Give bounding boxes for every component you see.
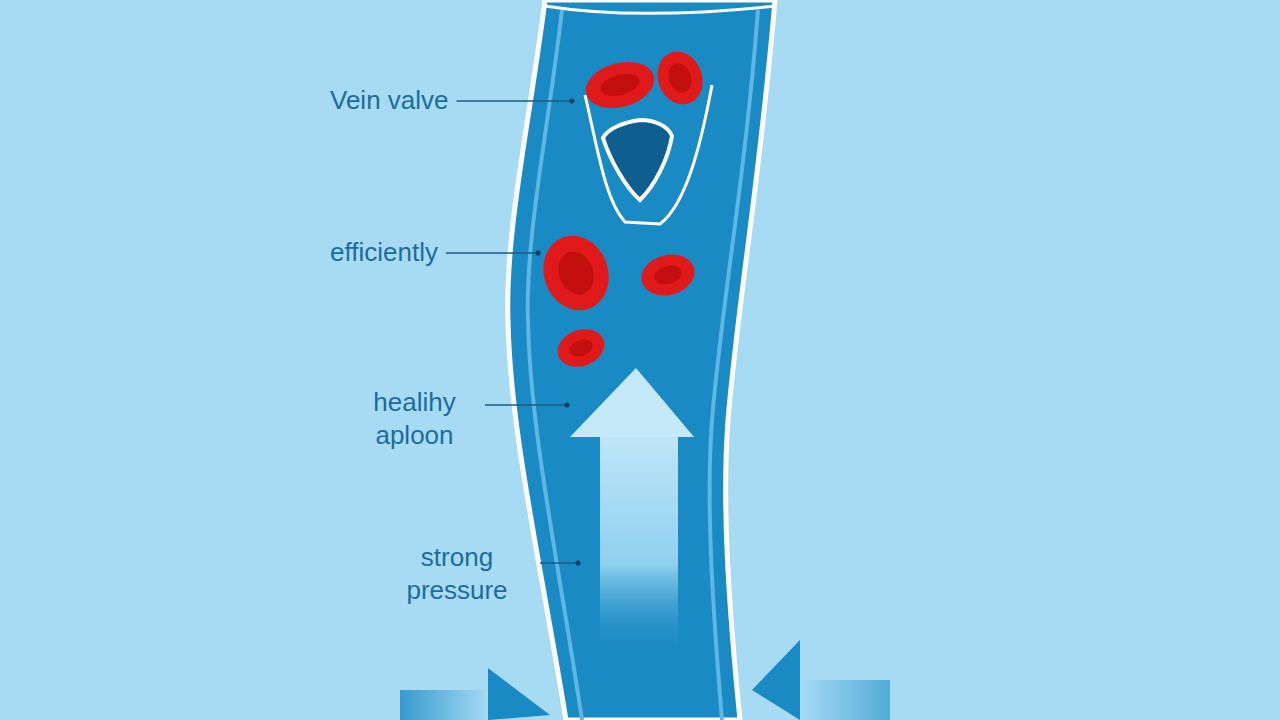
leader-line [446, 252, 538, 254]
leader-dot [576, 561, 581, 566]
vein-stripe [710, 10, 758, 720]
flow-arrow [570, 368, 694, 650]
callout-label: efficiently [330, 236, 438, 269]
leader-dot [536, 251, 541, 256]
callout-label: Vein valve [330, 84, 449, 117]
leader-dot [570, 99, 575, 104]
vein-wall [508, 0, 775, 720]
callout-label: strong pressure [382, 541, 532, 607]
valve-pocket [603, 120, 672, 200]
compression-arrows [400, 640, 890, 720]
leader-line [457, 100, 572, 102]
callout-label: healihy aploon [352, 386, 477, 452]
vein-opening [545, 6, 775, 14]
red-blood-cells [533, 45, 710, 373]
leader-dot [565, 403, 570, 408]
leader-line [485, 404, 567, 406]
leader-line [540, 562, 578, 564]
